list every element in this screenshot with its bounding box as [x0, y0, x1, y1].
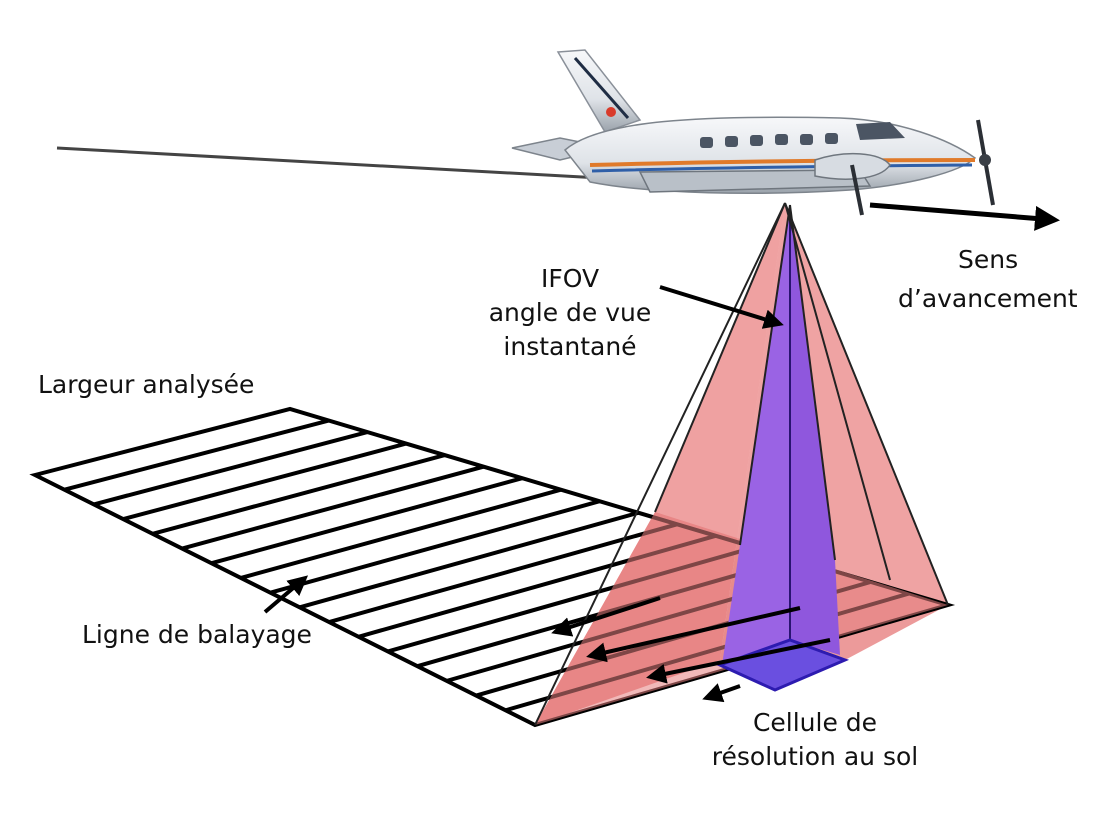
direction-label-line-2: d’avancement	[898, 284, 1078, 313]
ifov-pointer-arrow	[659, 285, 784, 329]
flight-path-line	[56, 146, 601, 180]
scan-line	[63, 418, 330, 492]
ground-cell-label-line-2: résolution au sol	[711, 742, 919, 771]
ifov-label-line-2: angle de vue	[488, 298, 652, 327]
ifov-left-face	[722, 205, 790, 665]
scan-line	[210, 476, 523, 566]
scan-line	[93, 430, 368, 507]
direction-label-line-1: Sens	[958, 245, 1019, 274]
ground-resolution-cell	[716, 638, 850, 692]
scan-line	[122, 441, 407, 522]
ifov-label-line-3: instantané	[503, 332, 637, 361]
scan-arrow-icon	[646, 638, 831, 684]
scan-line	[269, 499, 601, 595]
scan-line	[299, 510, 639, 610]
aircraft-icon	[511, 49, 995, 216]
scan-arrow-icon	[702, 683, 741, 703]
ifov-label: IFOV angle de vue instantané	[470, 262, 670, 364]
direction-label: Sens	[958, 243, 1018, 277]
direction-arrow-icon	[869, 202, 1060, 231]
ifov-label-line-1: IFOV	[540, 264, 600, 293]
scan-arrows	[551, 596, 831, 703]
scan-arrow-icon	[551, 596, 661, 637]
scan-line	[152, 453, 446, 536]
cone-edges	[534, 202, 949, 726]
scan-arrow-icon	[586, 606, 801, 663]
ifov-right-face	[790, 205, 840, 655]
scan-line	[328, 522, 678, 624]
scan-line-label: Ligne de balayage	[82, 620, 312, 649]
scan-line	[181, 464, 485, 551]
ground-cell-label: Cellule de résolution au sol	[690, 706, 940, 774]
scan-line-pointer-arrow	[263, 575, 309, 614]
ground-cell-label-line-1: Cellule de	[752, 708, 878, 737]
ifov-cone	[722, 205, 840, 665]
scan-line	[240, 487, 562, 580]
swath-width-label: Largeur analysée	[38, 370, 255, 399]
direction-label-2: d’avancement	[898, 282, 1078, 316]
